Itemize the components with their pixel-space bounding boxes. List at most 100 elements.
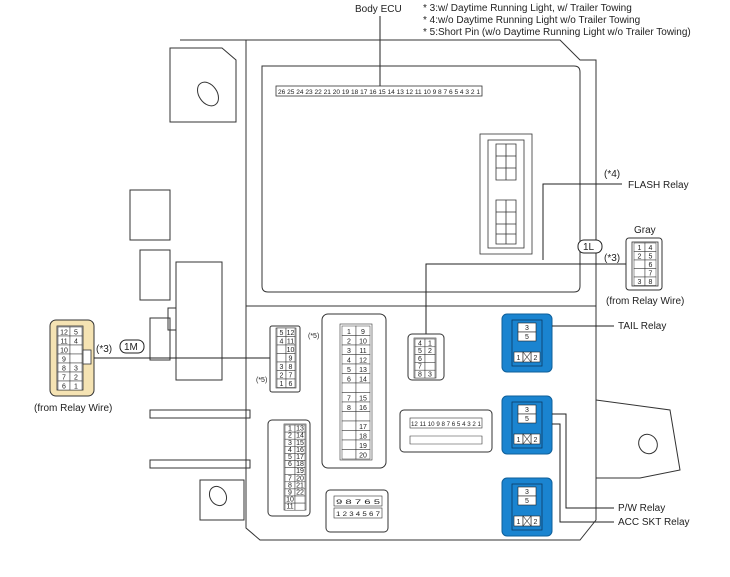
block-e-pins: 12 11 10 9 8 7 6 5 4 3 2 1	[411, 422, 482, 428]
block-d-pin: 11	[286, 504, 293, 511]
block-a-cell	[285, 378, 296, 388]
block-b-cell	[341, 430, 357, 441]
block-a-pin: 11	[287, 339, 294, 346]
block-a-pin: 12	[287, 330, 295, 337]
svg-text:1: 1	[517, 519, 521, 526]
conn-1m-pin: 9	[62, 357, 66, 364]
block-a-pin: 1	[280, 381, 284, 388]
block-c-pin: 4	[418, 340, 422, 347]
pw-relay-label: P/W Relay	[618, 503, 665, 514]
block-a-cell	[276, 344, 287, 354]
from-relay-wire-right: (from Relay Wire)	[606, 296, 684, 307]
block-e-connector: 12 11 10 9 8 7 6 5 4 3 2 1	[399, 409, 493, 453]
block-b-cell	[341, 411, 357, 422]
block-d-cell	[294, 495, 306, 504]
block-a-cell	[276, 353, 287, 363]
conn-1m-pin: 8	[62, 366, 66, 373]
block-b-cell	[355, 449, 371, 460]
ecu-pin-numbers: 26 25 24 23 22 21 20 19 18 17 16 15 14 1…	[278, 90, 481, 96]
block-d-pin: 16	[296, 447, 304, 454]
note-3: * 3:w/ Daytime Running Light, w/ Trailer…	[423, 3, 632, 14]
block-b-pin: 19	[359, 443, 367, 450]
acc-relay-label: ACC SKT Relay	[618, 517, 690, 528]
block-c-cell	[424, 362, 436, 371]
svg-text:1L: 1L	[583, 242, 595, 253]
note-4: * 4:w/o Daytime Running Light w/o Traile…	[423, 15, 640, 26]
block-b-pin: 12	[359, 358, 367, 365]
conn-1m-cell	[69, 380, 83, 391]
block-b-pin: 5	[347, 367, 351, 374]
svg-text:2: 2	[534, 355, 538, 362]
block-c-cell	[424, 354, 436, 363]
block-b-cell	[341, 449, 357, 460]
block-b-pin: 1	[347, 329, 351, 336]
block-b-pin: 18	[359, 434, 367, 441]
block-c-pin: 1	[428, 340, 432, 347]
block-d-pin: 10	[286, 497, 294, 504]
block-d-pin: 19	[296, 468, 304, 475]
block-b-pin: 11	[359, 348, 366, 355]
block-d-pin: 22	[296, 490, 304, 497]
conn-1m-pin: 2	[74, 375, 78, 382]
block-b-pin: 17	[359, 424, 367, 431]
acc-relay: 3 5 1 2	[501, 477, 553, 537]
block-b-pin: 8	[347, 405, 351, 412]
svg-text:3: 3	[525, 489, 529, 496]
block-b-cell	[341, 382, 357, 393]
tail-relay-label: TAIL Relay	[618, 321, 666, 332]
block-c-pin: 2	[428, 348, 432, 355]
conn-1m-pin: 6	[62, 384, 66, 391]
block-c-pin: 7	[418, 364, 422, 371]
conn-1m-pin: 5	[74, 330, 78, 337]
block-b-pin: 10	[359, 339, 367, 346]
block-c-pin: 8	[418, 372, 422, 379]
block-d-pin: 15	[296, 440, 304, 447]
block-a-pin: 5	[280, 330, 284, 337]
conn-1m-tag: 1M	[119, 339, 145, 354]
svg-text:5: 5	[525, 498, 529, 505]
block-b-pin: 20	[359, 453, 367, 460]
gray-conn-cell	[633, 268, 646, 278]
block-a-pin: 10	[287, 347, 295, 354]
block-b-pin: 3	[347, 348, 351, 355]
block-b-pin: 15	[359, 396, 367, 403]
block-d-pin: 17	[296, 454, 304, 461]
conn-1m-note: (*3)	[96, 344, 112, 355]
block-c-cell	[424, 369, 436, 379]
acc-leader	[552, 423, 614, 523]
note-5: * 5:Short Pin (w/o Daytime Running Light…	[423, 27, 691, 38]
svg-text:1: 1	[517, 437, 521, 444]
block-d-pin: 3	[288, 440, 292, 447]
gray-conn-pin: 6	[649, 262, 653, 269]
junction-block-housing	[129, 39, 681, 541]
block-f-top-pins: 9 8 7 6 5	[336, 500, 381, 506]
gray-conn-cell	[633, 259, 646, 269]
block-a-pin: 7	[289, 373, 293, 380]
conn-1m-pin: 4	[74, 339, 78, 346]
conn-1l-note: (*3)	[604, 253, 620, 264]
short-pin-note-b: (*5)	[256, 377, 267, 384]
gray-conn-pin: 3	[638, 279, 642, 286]
conn-1m-pin: 7	[62, 375, 66, 382]
conn-1l-leader	[425, 263, 626, 334]
conn-1l-tag: 1L	[577, 239, 603, 254]
gray-conn-cell	[644, 276, 657, 286]
gray-conn-pin: 5	[649, 254, 653, 261]
block-f-bottom-pins: 1 2 3 4 5 6 7	[336, 512, 381, 518]
flash-note: (*4)	[604, 169, 620, 180]
gray-conn-pin: 4	[649, 245, 653, 252]
ecu-side-connector	[479, 133, 533, 255]
svg-text:2: 2	[534, 519, 538, 526]
block-d-cell	[294, 502, 306, 511]
from-relay-wire-left: (from Relay Wire)	[34, 403, 112, 414]
body-ecu-title: Body ECU	[355, 4, 402, 15]
gray-conn-pin: 2	[638, 254, 642, 261]
flash-relay-label: FLASH Relay	[628, 180, 689, 191]
pw-leader	[552, 413, 614, 509]
conn-1m-pin: 10	[60, 348, 68, 355]
